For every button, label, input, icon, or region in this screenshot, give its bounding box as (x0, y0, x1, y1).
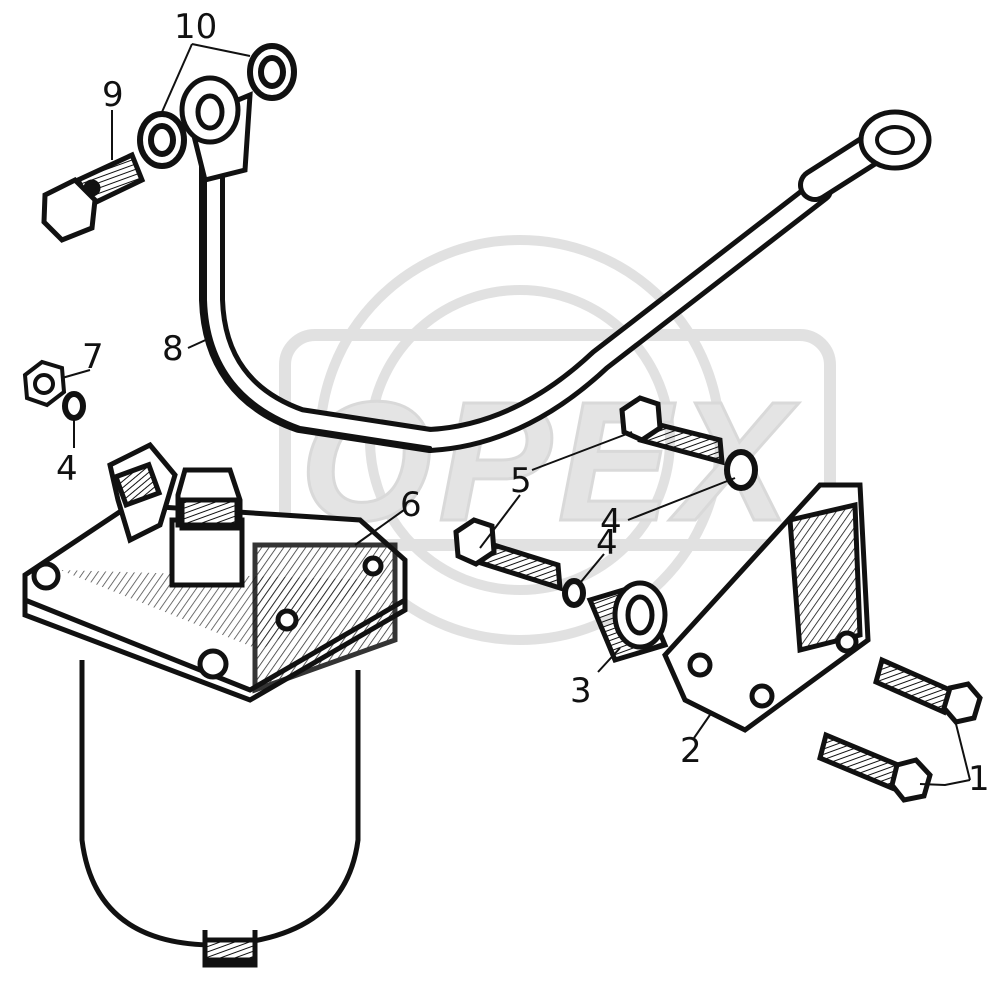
callout-4-lower-right: 4 (596, 523, 618, 563)
callout-1: 1 (968, 759, 990, 799)
banjo-bolt (41, 151, 146, 243)
callout-6: 6 (400, 485, 422, 525)
hex-nut (22, 359, 67, 408)
sealing-washer-lower (137, 111, 187, 169)
bracket-bolt-upper (873, 656, 983, 725)
spring-washer-right (562, 578, 586, 608)
callout-4-left: 4 (56, 449, 78, 489)
spring-washer-left (62, 391, 86, 421)
sealing-washer-upper (247, 43, 297, 101)
banjo-fitting (179, 75, 253, 184)
callout-10: 10 (174, 7, 218, 47)
callout-9: 9 (102, 75, 124, 115)
mounting-bracket (662, 482, 871, 733)
bolt-lower (453, 517, 563, 592)
bolt-upper (619, 395, 725, 466)
watermark-frame (279, 329, 836, 551)
leader-lines (61, 43, 971, 787)
washer-right-upper (724, 449, 758, 491)
callout-3: 3 (570, 671, 592, 711)
callout-5: 5 (510, 461, 532, 501)
spacer-bushing (586, 580, 669, 664)
fuel-line-tube (199, 109, 932, 453)
callout-8: 8 (162, 329, 184, 369)
callout-4-upper-right: 4 (600, 502, 622, 542)
callout-7: 7 (82, 337, 104, 377)
bracket-bolt-lower (817, 731, 933, 803)
callout-2: 2 (680, 731, 702, 771)
fuel-filter (22, 441, 408, 968)
